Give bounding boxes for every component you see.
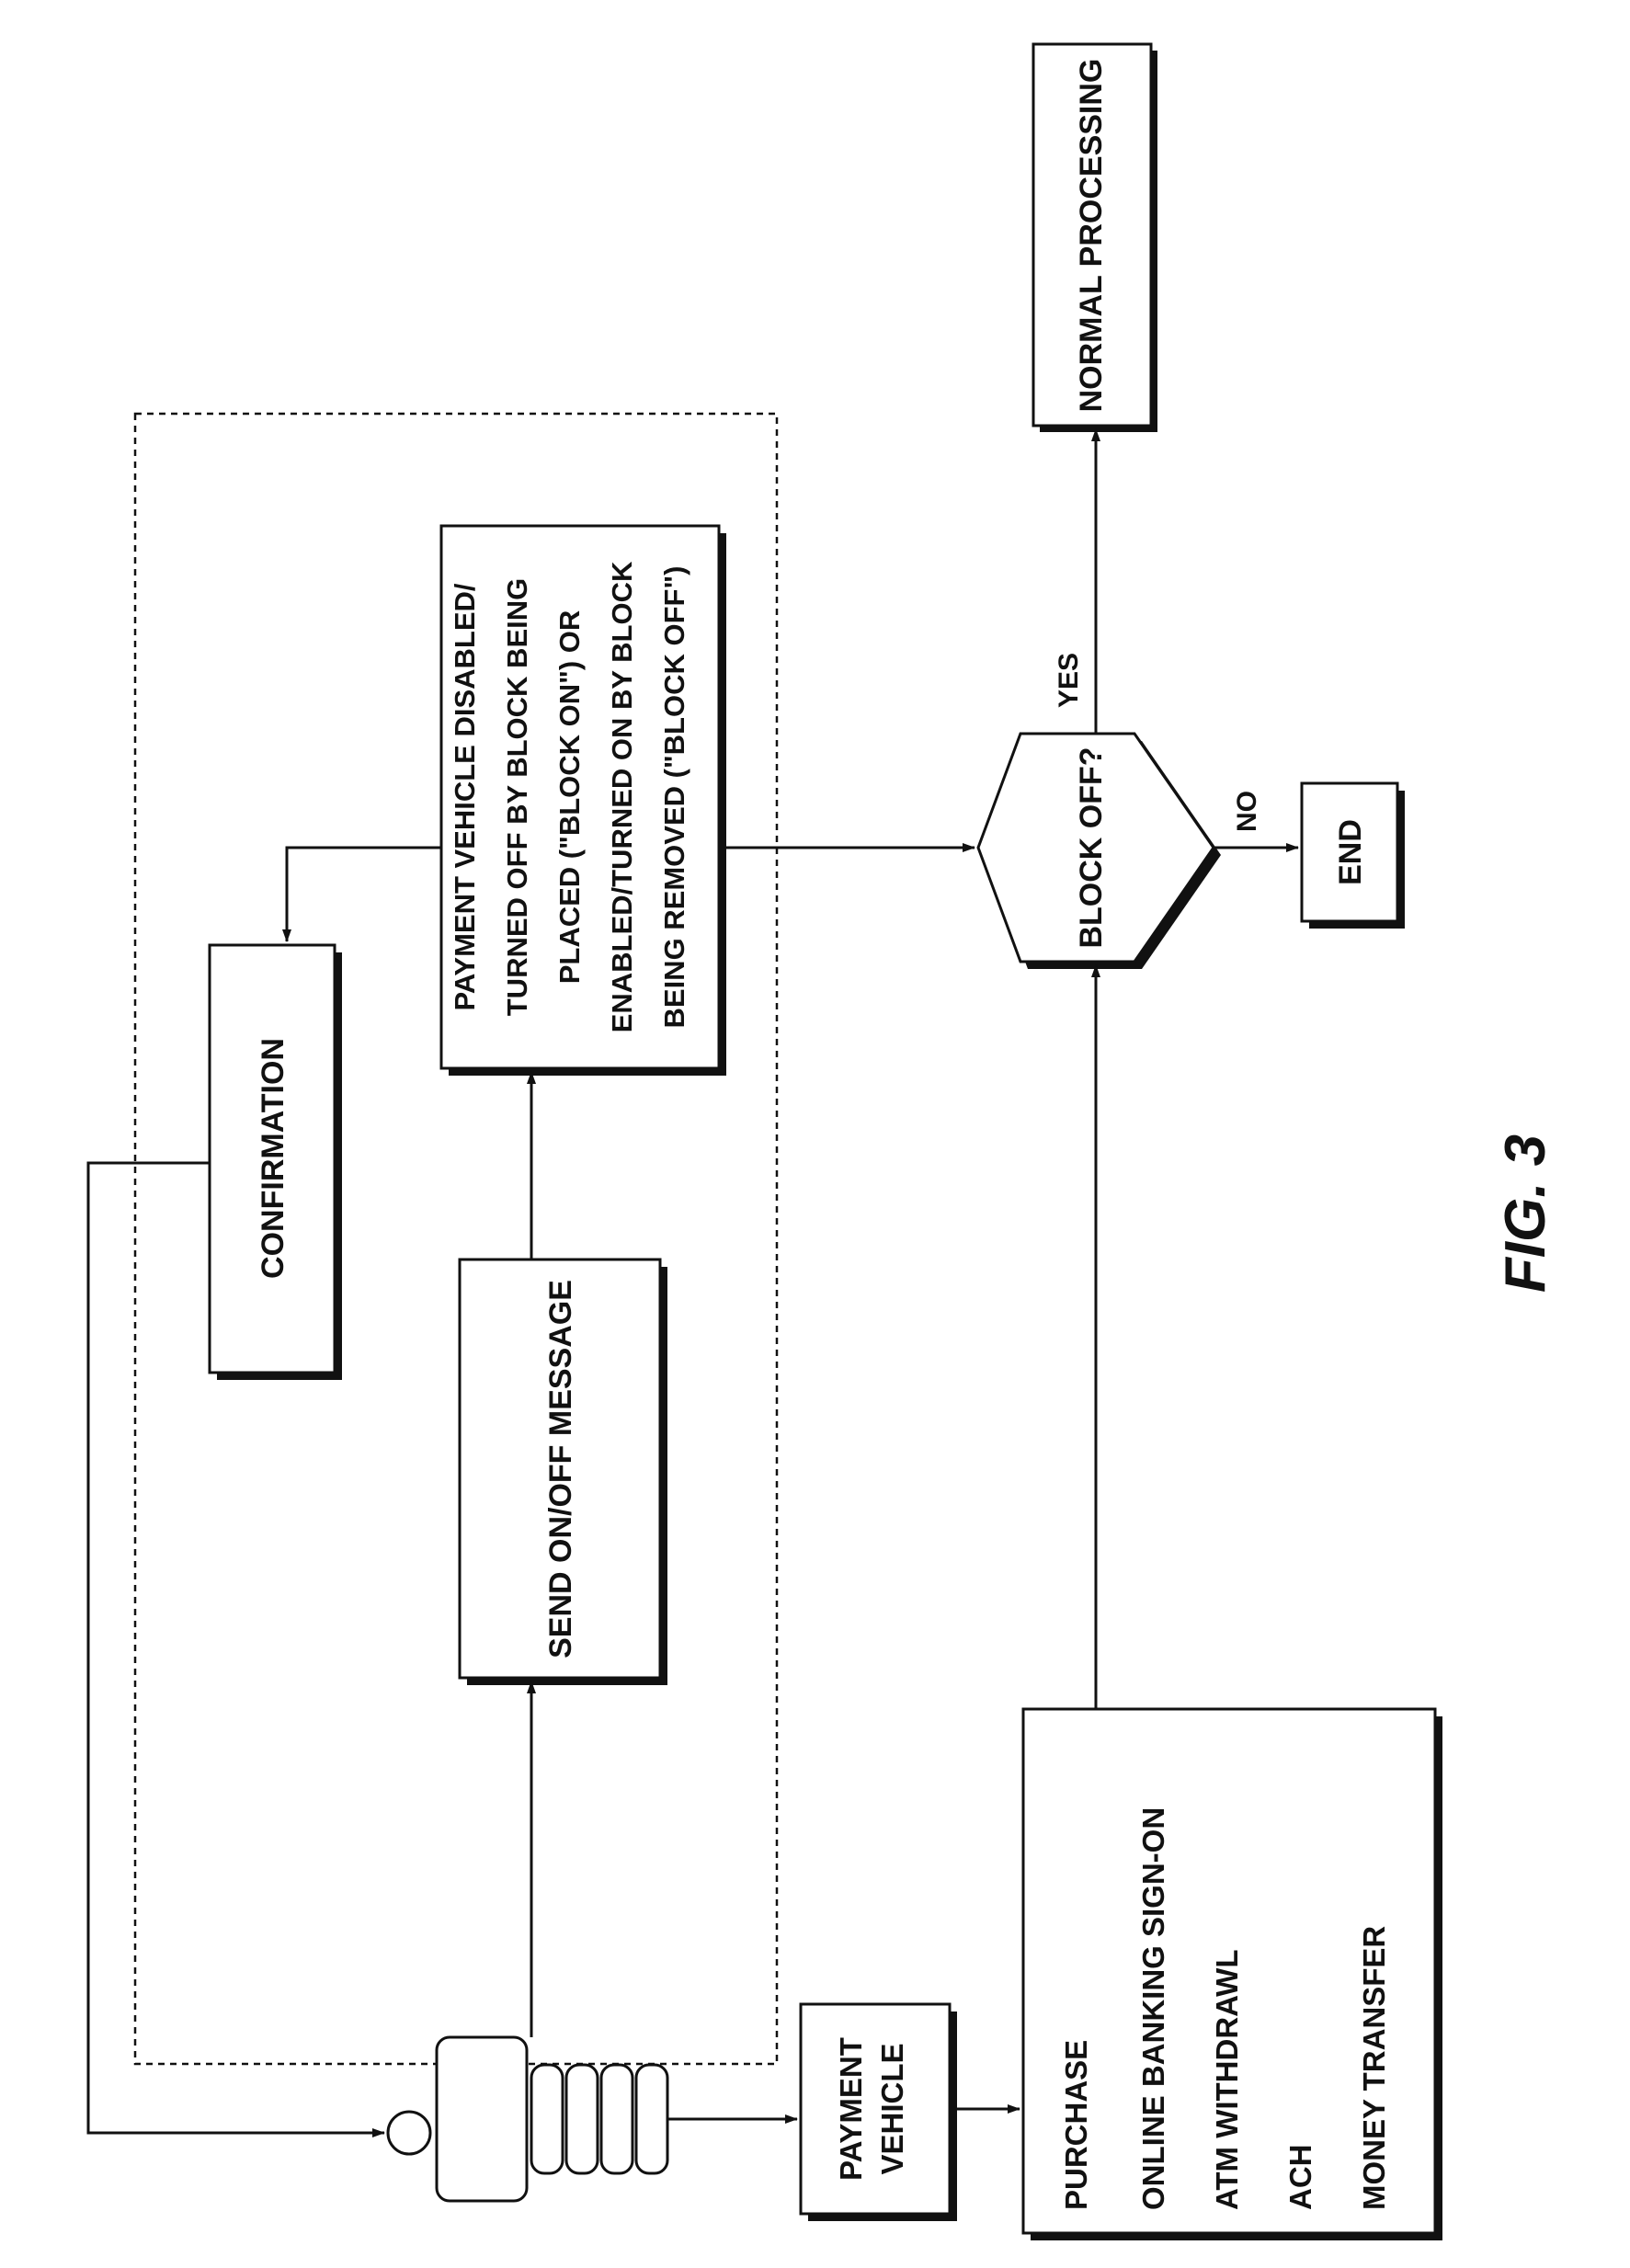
- block-status-box: PAYMENT VEHICLE DISABLED/ TURNED OFF BY …: [441, 526, 726, 1076]
- no-label: NO: [1232, 791, 1262, 832]
- block-status-line-4: ENABLED/TURNED ON BY BLOCK: [606, 561, 638, 1032]
- transaction-online-banking: ONLINE BANKING SIGN-ON: [1136, 1807, 1170, 2210]
- arrow-block-status-to-confirmation: [287, 848, 441, 941]
- block-status-line-1: PAYMENT VEHICLE DISABLED/: [449, 583, 481, 1010]
- block-status-line-3: PLACED ("BLOCK ON") OR: [553, 610, 586, 985]
- send-message-box: SEND ON/OFF MESSAGE: [460, 1259, 667, 1685]
- confirmation-label: CONFIRMATION: [256, 1038, 291, 1279]
- normal-processing-label: NORMAL PROCESSING: [1074, 59, 1109, 413]
- block-off-decision: BLOCK OFF?: [978, 734, 1221, 969]
- transactions-box: PURCHASE ONLINE BANKING SIGN-ON ATM WITH…: [1023, 1709, 1442, 2240]
- block-off-label: BLOCK OFF?: [1074, 747, 1109, 948]
- payment-vehicle-box: PAYMENT VEHICLE: [801, 2004, 957, 2221]
- confirmation-box: CONFIRMATION: [210, 945, 342, 1380]
- transaction-purchase: PURCHASE: [1059, 2040, 1093, 2210]
- end-label: END: [1333, 819, 1368, 885]
- transaction-ach: ACH: [1283, 2145, 1317, 2211]
- end-box: END: [1302, 783, 1405, 929]
- yes-label: YES: [1054, 653, 1084, 708]
- send-message-label: SEND ON/OFF MESSAGE: [543, 1280, 578, 1658]
- block-status-line-2: TURNED OFF BY BLOCK BEING: [501, 578, 533, 1017]
- block-status-line-5: BEING REMOVED ("BLOCK OFF"): [658, 566, 690, 1029]
- figure-caption: FIG. 3: [1494, 1134, 1557, 1293]
- user-person-icon: [388, 2037, 667, 2201]
- payment-vehicle-line-2: VEHICLE: [875, 2043, 909, 2174]
- normal-processing-box: NORMAL PROCESSING: [1033, 44, 1157, 432]
- transaction-money-transfer: MONEY TRANSFER: [1357, 1926, 1391, 2210]
- payment-vehicle-line-1: PAYMENT: [834, 2037, 868, 2181]
- transaction-atm-withdrawal: ATM WITHDRAWL: [1210, 1950, 1244, 2210]
